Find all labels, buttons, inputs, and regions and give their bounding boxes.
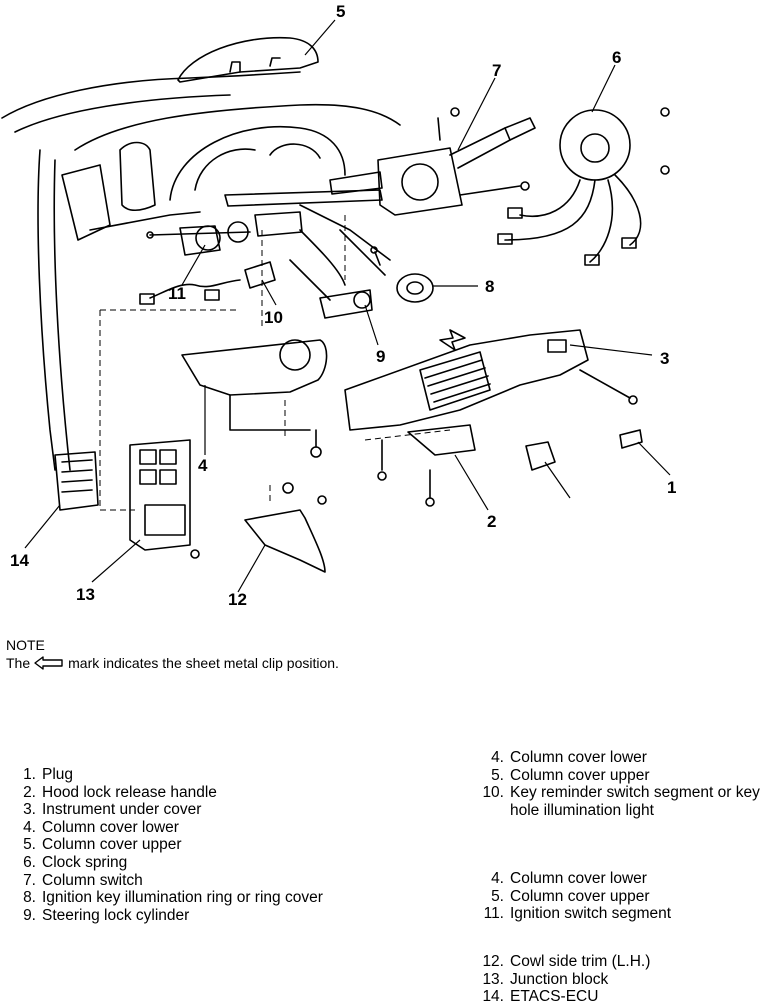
- callout-3: 3: [660, 349, 669, 368]
- callout-6: 6: [612, 48, 621, 67]
- callout-2: 2: [487, 512, 496, 531]
- callout-5: 5: [336, 2, 345, 21]
- column-switch-part: [329, 107, 536, 216]
- callout-7: 7: [492, 61, 501, 80]
- legend-group-2: 4.Column cover lower 5.Column cover uppe…: [468, 870, 768, 923]
- junction-block-part: [129, 439, 200, 559]
- hollow-left-arrow-icon: [34, 656, 63, 670]
- instrument-under-cover-part: [344, 329, 638, 431]
- steering-column-part: [146, 189, 383, 256]
- legend-item: 8.Ignition key illumination ring or ring…: [23, 889, 323, 907]
- clock-spring-part: [497, 107, 670, 266]
- callout-14: 14: [10, 551, 29, 570]
- note-line: The mark indicates the sheet metal clip …: [6, 654, 339, 672]
- callout-8: 8: [485, 277, 494, 296]
- plug-part: [525, 429, 643, 471]
- legend-group-3: 12.Cowl side trim (L.H.) 13.Junction blo…: [468, 953, 768, 1006]
- legend-item: 13.Junction block: [482, 970, 609, 988]
- legend-item: 2.Hood lock release handle: [23, 783, 217, 801]
- callout-13: 13: [76, 585, 95, 604]
- legend-item: 5.Column cover upper: [491, 887, 650, 905]
- legend-item: 12.Cowl side trim (L.H.): [482, 953, 651, 970]
- legend-item: 5.Column cover upper: [491, 766, 650, 784]
- column-cover-lower-part: [181, 339, 328, 458]
- exploded-parts-diagram: 1 2 3 4 5 6 7 8 9 10 11 12 13 14: [1, 2, 676, 609]
- legend-main: 1.Plug 2.Hood lock release handle 3.Inst…: [0, 766, 340, 924]
- note-title: NOTE: [6, 637, 45, 653]
- key-reminder-harness-part: [139, 261, 276, 305]
- etacs-ecu-part: [54, 451, 99, 511]
- note-text-before: The: [6, 655, 31, 671]
- callout-12: 12: [228, 590, 247, 609]
- callout-1: 1: [667, 478, 676, 497]
- key-illumination-ring-part: [370, 246, 434, 303]
- steering-lock-cylinder-part: [319, 289, 373, 319]
- callout-10: 10: [264, 308, 283, 327]
- legend-item: 6.Clock spring: [23, 853, 128, 871]
- legend-item: 4.Column cover lower: [23, 818, 179, 836]
- note-block: NOTE The mark indicates the sheet metal …: [6, 636, 339, 672]
- legend-item: 3.Instrument under cover: [23, 801, 202, 819]
- dashboard-outline: [1, 71, 401, 471]
- callout-9: 9: [376, 347, 385, 366]
- note-text-after: mark indicates the sheet metal clip posi…: [68, 655, 339, 671]
- cowl-side-trim-part: [244, 482, 327, 573]
- legend-item: 9.Steering lock cylinder: [23, 906, 190, 924]
- legend-item: 10.Key reminder switch segment or key ho…: [482, 784, 760, 819]
- legend-item: 11.Ignition switch segment: [483, 905, 672, 923]
- callout-11: 11: [168, 284, 186, 303]
- callout-4: 4: [198, 456, 208, 475]
- legend-item: 14.ETACS-ECU: [482, 988, 599, 1006]
- legend-group-1: 4.Column cover lower 5.Column cover uppe…: [468, 749, 768, 819]
- legend-item: 1.Plug: [23, 766, 74, 783]
- hood-lock-handle-part: [377, 424, 476, 507]
- legend-item: 7.Column switch: [23, 871, 143, 889]
- legend-item: 5.Column cover upper: [23, 836, 182, 854]
- column-cover-upper-part: [177, 36, 319, 83]
- legend-item: 4.Column cover lower: [491, 870, 647, 887]
- legend-item: 4.Column cover lower: [491, 749, 647, 766]
